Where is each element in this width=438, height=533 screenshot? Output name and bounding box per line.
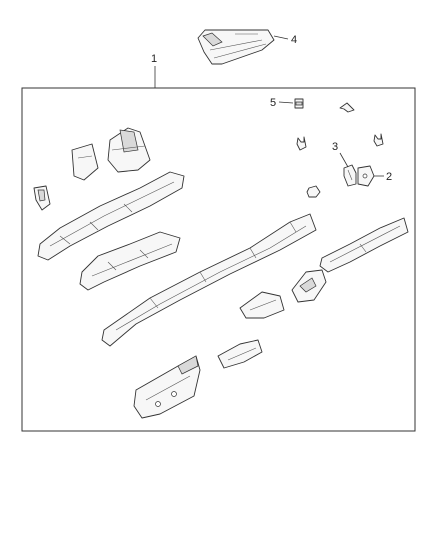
part-5-clip <box>294 98 304 109</box>
bracket-mid-b <box>291 269 327 303</box>
leader-5 <box>278 101 294 104</box>
main-frame-rail <box>101 213 317 347</box>
leader-3 <box>339 152 349 168</box>
callout-4: 4 <box>291 34 297 46</box>
part-3-bracket <box>343 164 357 187</box>
callout-1: 1 <box>151 53 157 65</box>
bracket-lower <box>217 339 263 369</box>
rail-right <box>319 217 409 273</box>
part-2-bracket <box>357 165 375 187</box>
part-4-panel <box>197 29 275 65</box>
callout-2: 2 <box>386 171 392 183</box>
leader-4 <box>273 35 289 40</box>
callout-5: 5 <box>270 97 276 109</box>
rail-mid-left <box>79 231 181 291</box>
rear-bracket-assembly <box>133 355 201 419</box>
front-rail-left <box>33 127 185 261</box>
callout-3: 3 <box>332 141 338 153</box>
hook-a <box>296 136 307 151</box>
hook-b <box>373 133 384 147</box>
bracket-mid-a <box>239 291 285 319</box>
bracket-small-a <box>339 102 355 113</box>
nut <box>306 185 321 198</box>
assembly-frame <box>21 87 416 432</box>
